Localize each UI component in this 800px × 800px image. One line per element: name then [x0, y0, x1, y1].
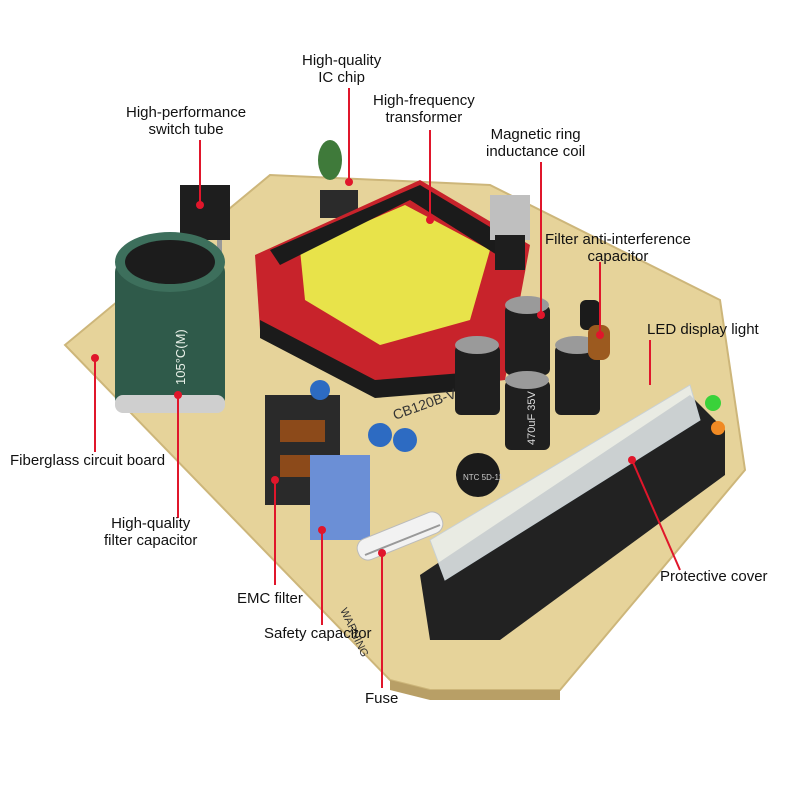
terminal-block — [420, 384, 725, 640]
label-ic-chip-line1: High-quality — [302, 52, 382, 69]
label-transformer-line2: transformer — [385, 109, 463, 126]
label-inductance-coil-line2: inductance coil — [486, 143, 586, 160]
label-filter-capacitor-line2: filter capacitor — [104, 532, 198, 549]
label-emc-filter-line1: EMC filter — [237, 590, 303, 607]
label-emc-filter: EMC filter — [237, 590, 303, 607]
label-filter-anti-line2: capacitor — [587, 248, 649, 265]
pointer-dots — [91, 178, 636, 557]
label-circuit-board: Fiberglass circuit board — [10, 452, 165, 469]
ceramic-capacitor — [368, 423, 392, 447]
label-led-light-line1: LED display light — [647, 321, 759, 338]
label-inductance-coil: Magnetic ring inductance coil — [486, 126, 585, 160]
circuit-board-edge — [390, 680, 560, 700]
small-capacitor — [318, 140, 342, 180]
large-filter-capacitor: 105°C(M) — [115, 232, 225, 413]
label-led-light: LED display light — [647, 321, 759, 338]
label-safety-capacitor: Safety capacitor — [264, 625, 372, 642]
ceramic-capacitor — [310, 380, 330, 400]
fuse — [356, 511, 444, 561]
label-switch-tube: High-performance switch tube — [126, 104, 246, 138]
label-filter-anti-line1: Filter anti-interference — [545, 231, 691, 248]
label-ic-chip-line2: IC chip — [318, 69, 365, 86]
safety-capacitor — [310, 455, 370, 540]
led-orange — [711, 421, 725, 435]
label-protective-cover: Protective cover — [660, 568, 768, 585]
label-protective-cover-line1: Protective cover — [660, 568, 768, 585]
label-transformer: High-frequency transformer — [373, 92, 475, 126]
label-filter-anti-interference: Filter anti-interference capacitor — [545, 231, 691, 265]
label-safety-capacitor-line1: Safety capacitor — [264, 625, 372, 642]
label-circuit-board-line1: Fiberglass circuit board — [10, 452, 166, 469]
led-green — [705, 395, 721, 411]
label-fuse-line1: Fuse — [365, 690, 399, 707]
label-switch-tube-line1: High-performance — [126, 104, 247, 121]
cap-small-text: 470uF 35V — [526, 391, 538, 445]
label-filter-capacitor: High-quality filter capacitor — [104, 515, 197, 549]
ntc-thermistor: NTC 5D-11 — [456, 453, 503, 497]
ceramic-capacitor — [393, 428, 417, 452]
label-inductance-coil-line1: Magnetic ring — [490, 126, 581, 143]
label-transformer-line1: High-frequency — [373, 92, 475, 109]
ntc-text: NTC 5D-11 — [463, 473, 503, 482]
label-fuse: Fuse — [365, 690, 398, 707]
switch-tube — [180, 185, 230, 262]
pointer-lines — [94, 88, 681, 688]
filter-anti-interference-capacitor — [580, 300, 610, 360]
inductance-coil — [490, 195, 530, 270]
label-switch-tube-line2: switch tube — [148, 121, 224, 138]
label-filter-capacitor-line1: High-quality — [111, 515, 191, 532]
label-ic-chip: High-quality IC chip — [302, 52, 381, 86]
cap-large-text: 105°C(M) — [173, 329, 188, 385]
